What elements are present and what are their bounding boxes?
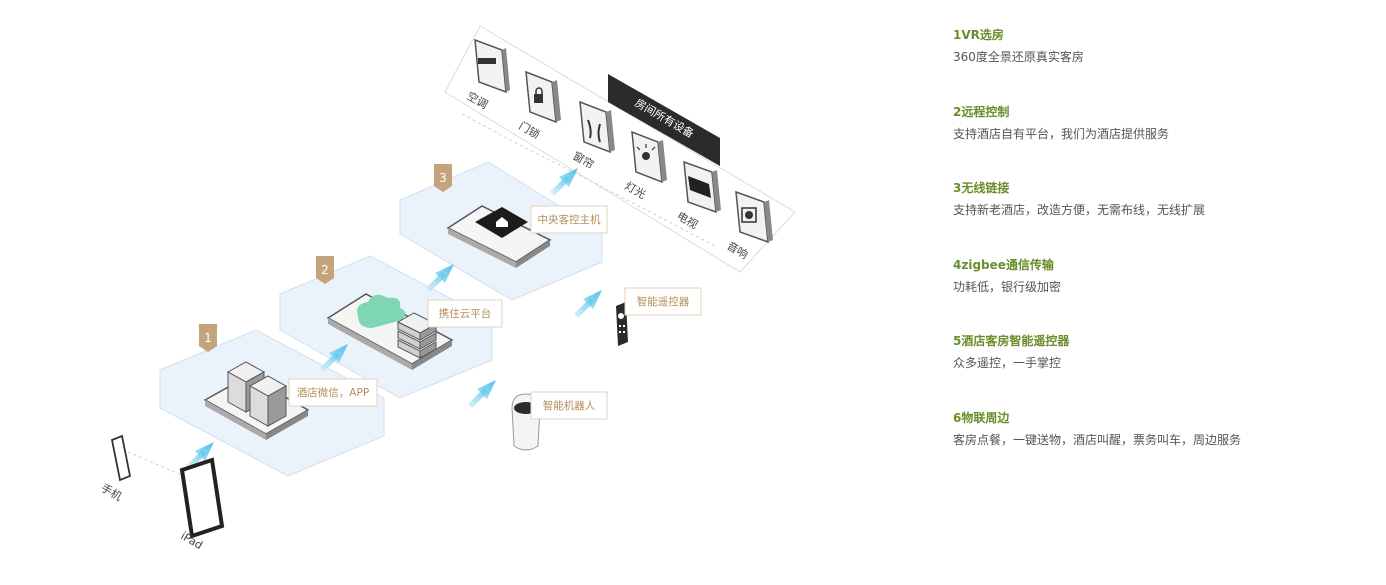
platform-hotel: 1 酒店微信，APP — [159, 324, 385, 477]
platform-cloud: 2 携住云平台 — [279, 255, 503, 399]
phone-label: 手机 — [99, 480, 125, 503]
tv-icon — [688, 176, 711, 198]
feature-item-vr: 1VR选房 360度全景还原真实客房 — [953, 26, 1373, 67]
step-badge-3-text: 3 — [439, 171, 447, 185]
device-light: 灯光 — [623, 130, 667, 202]
feature-title: 6物联周边 — [953, 410, 1010, 425]
remote-label-box: 智能遥控器 — [624, 287, 702, 316]
robot-label: 智能机器人 — [543, 399, 596, 412]
feature-title: 1VR选房 — [953, 28, 1004, 42]
hotel-label: 酒店微信，APP — [297, 386, 369, 399]
bulb-icon — [642, 152, 650, 160]
feature-desc: 众多遥控，一手掌控 — [953, 356, 1062, 370]
step-badge-2-text: 2 — [321, 263, 329, 277]
phone-icon — [110, 434, 132, 482]
curtain-icon — [587, 119, 601, 143]
arrow-icon — [574, 290, 602, 318]
hotel-server-icon — [226, 361, 288, 427]
ipad-device: iPad — [179, 457, 225, 552]
feature-list: 1VR选房 360度全景还原真实客房 2远程控制 支持酒店自有平台，我们为酒店提… — [953, 26, 1373, 485]
remote-control: 智能遥控器 — [616, 287, 702, 346]
robot: 智能机器人 — [511, 391, 608, 451]
host-label: 中央客控主机 — [538, 213, 601, 226]
feature-desc: 360度全景还原真实客房 — [953, 50, 1084, 64]
feature-item-iot: 6物联周边 客房点餐，一键送物，酒店叫醒，票务叫车，周边服务 — [953, 409, 1373, 450]
cloud-icon — [357, 294, 406, 328]
lock-icon — [534, 94, 543, 103]
device-door-lock: 门锁 — [517, 70, 561, 142]
feature-title: 2远程控制 — [953, 104, 1010, 119]
cloud-label-box: 携住云平台 — [427, 299, 503, 328]
cloud-label: 携住云平台 — [439, 307, 492, 320]
air-conditioner-icon — [478, 58, 496, 64]
feature-item-smart-remote: 5酒店客房智能遥控器 众多遥控，一手掌控 — [953, 332, 1373, 373]
feature-item-remote-control: 2远程控制 支持酒店自有平台，我们为酒店提供服务 — [953, 103, 1373, 144]
feature-desc: 支持新老酒店，改造方便，无需布线，无线扩展 — [953, 203, 1206, 217]
feature-title: 3无线链接 — [953, 181, 1010, 195]
hotel-label-box: 酒店微信，APP — [288, 378, 378, 407]
remote-label: 智能遥控器 — [637, 295, 690, 308]
feature-item-zigbee: 4zigbee通信传输 功耗低，银行级加密 — [953, 256, 1373, 297]
step-badge-3: 3 — [434, 164, 452, 192]
feature-title: 4zigbee通信传输 — [953, 257, 1054, 272]
robot-label-box: 智能机器人 — [530, 391, 608, 420]
arrow-icon — [550, 168, 578, 196]
platform-host: 3 中央客控主机 — [399, 161, 608, 301]
step-badge-1: 1 — [199, 324, 217, 352]
speaker-icon — [745, 211, 753, 219]
feature-desc: 客房点餐，一键送物，酒店叫醒，票务叫车，周边服务 — [953, 432, 1242, 447]
arrow-icon — [426, 264, 454, 292]
phone-device: 手机 — [99, 434, 185, 504]
feature-desc: 功耗低，银行级加密 — [953, 279, 1062, 294]
feature-desc: 支持酒店自有平台，我们为酒店提供服务 — [953, 126, 1170, 141]
arrow-icon — [468, 380, 496, 408]
server-stack-icon — [396, 312, 438, 359]
step-badge-2: 2 — [316, 256, 334, 284]
ipad-icon — [179, 457, 225, 539]
host-label-box: 中央客控主机 — [530, 205, 608, 234]
architecture-diagram: 房间所有设备 空调 门锁 窗帘 灯 — [99, 25, 796, 552]
feature-item-wireless: 3无线链接 支持新老酒店，改造方便，无需布线，无线扩展 — [953, 179, 1373, 220]
feature-title: 5酒店客房智能遥控器 — [953, 334, 1070, 348]
step-badge-1-text: 1 — [204, 331, 212, 345]
